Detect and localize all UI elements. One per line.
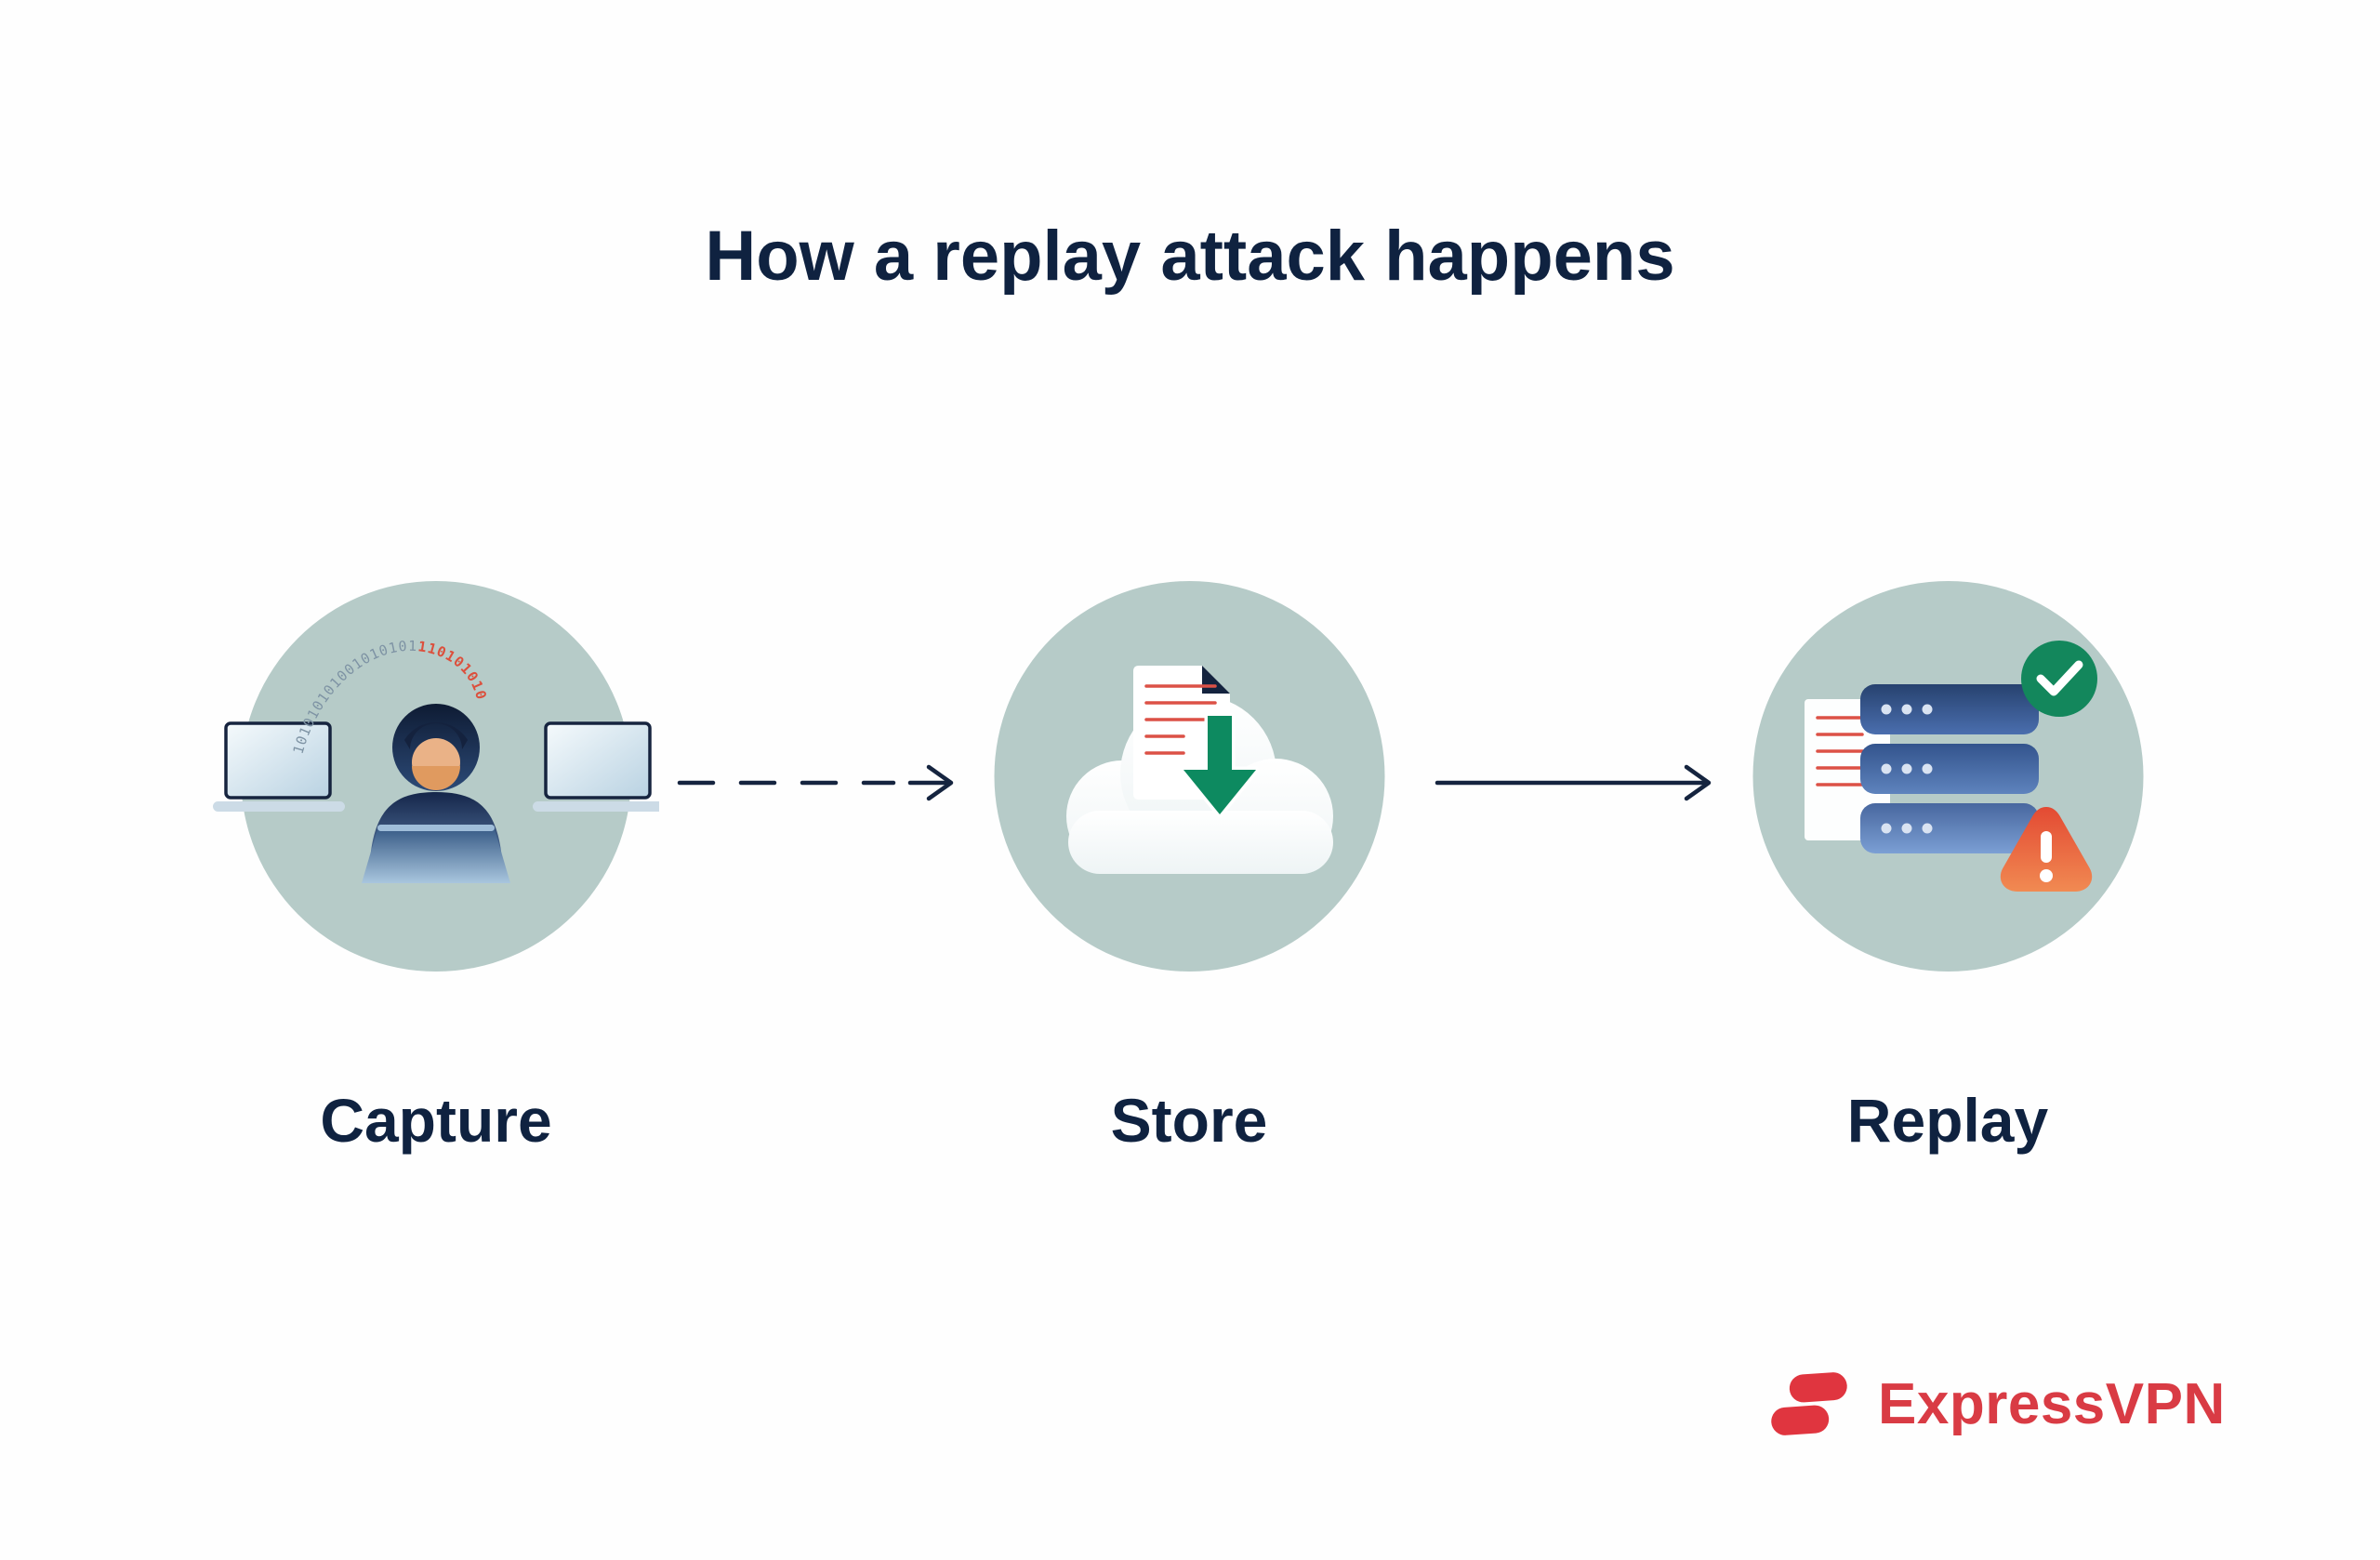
- check-badge-icon: [2020, 641, 2097, 717]
- step-label-capture: Capture: [320, 1086, 552, 1155]
- page-title: How a replay attack happens: [705, 217, 1675, 296]
- arrowhead-icon: [1684, 764, 1712, 801]
- brand-lockup: ExpressVPN: [1765, 1359, 2226, 1448]
- store-to-replay-arrow: [1435, 764, 1712, 801]
- download-arrow-icon: [1180, 712, 1259, 818]
- server-led-dots: [1881, 704, 1932, 834]
- cloud-document-download-icon: [994, 581, 1384, 972]
- hacker-icon: [362, 704, 510, 883]
- left-laptop-icon: [213, 721, 345, 812]
- step-capture: 101010101001010101110101010 Capture: [176, 576, 696, 1151]
- capture-to-store-arrow: [677, 764, 954, 801]
- step-replay: Replay: [1687, 576, 2208, 1151]
- expressvpn-logo-icon: [1771, 1372, 1847, 1435]
- server-stack-alert-icon: [1752, 581, 2143, 972]
- attacker-interception-icon: 101010101001010101110101010: [213, 581, 659, 972]
- step-label-replay: Replay: [1846, 1086, 2049, 1155]
- document-lines: [1144, 684, 1217, 755]
- right-laptop-icon: [533, 721, 659, 812]
- step-label-store: Store: [1110, 1086, 1268, 1155]
- brand-name: ExpressVPN: [1878, 1371, 2226, 1436]
- server-stack-icon: [1859, 684, 2039, 853]
- arrowhead-icon: [926, 764, 954, 801]
- warning-triangle-icon: [2000, 807, 2092, 892]
- step-store: Store: [929, 576, 1449, 1151]
